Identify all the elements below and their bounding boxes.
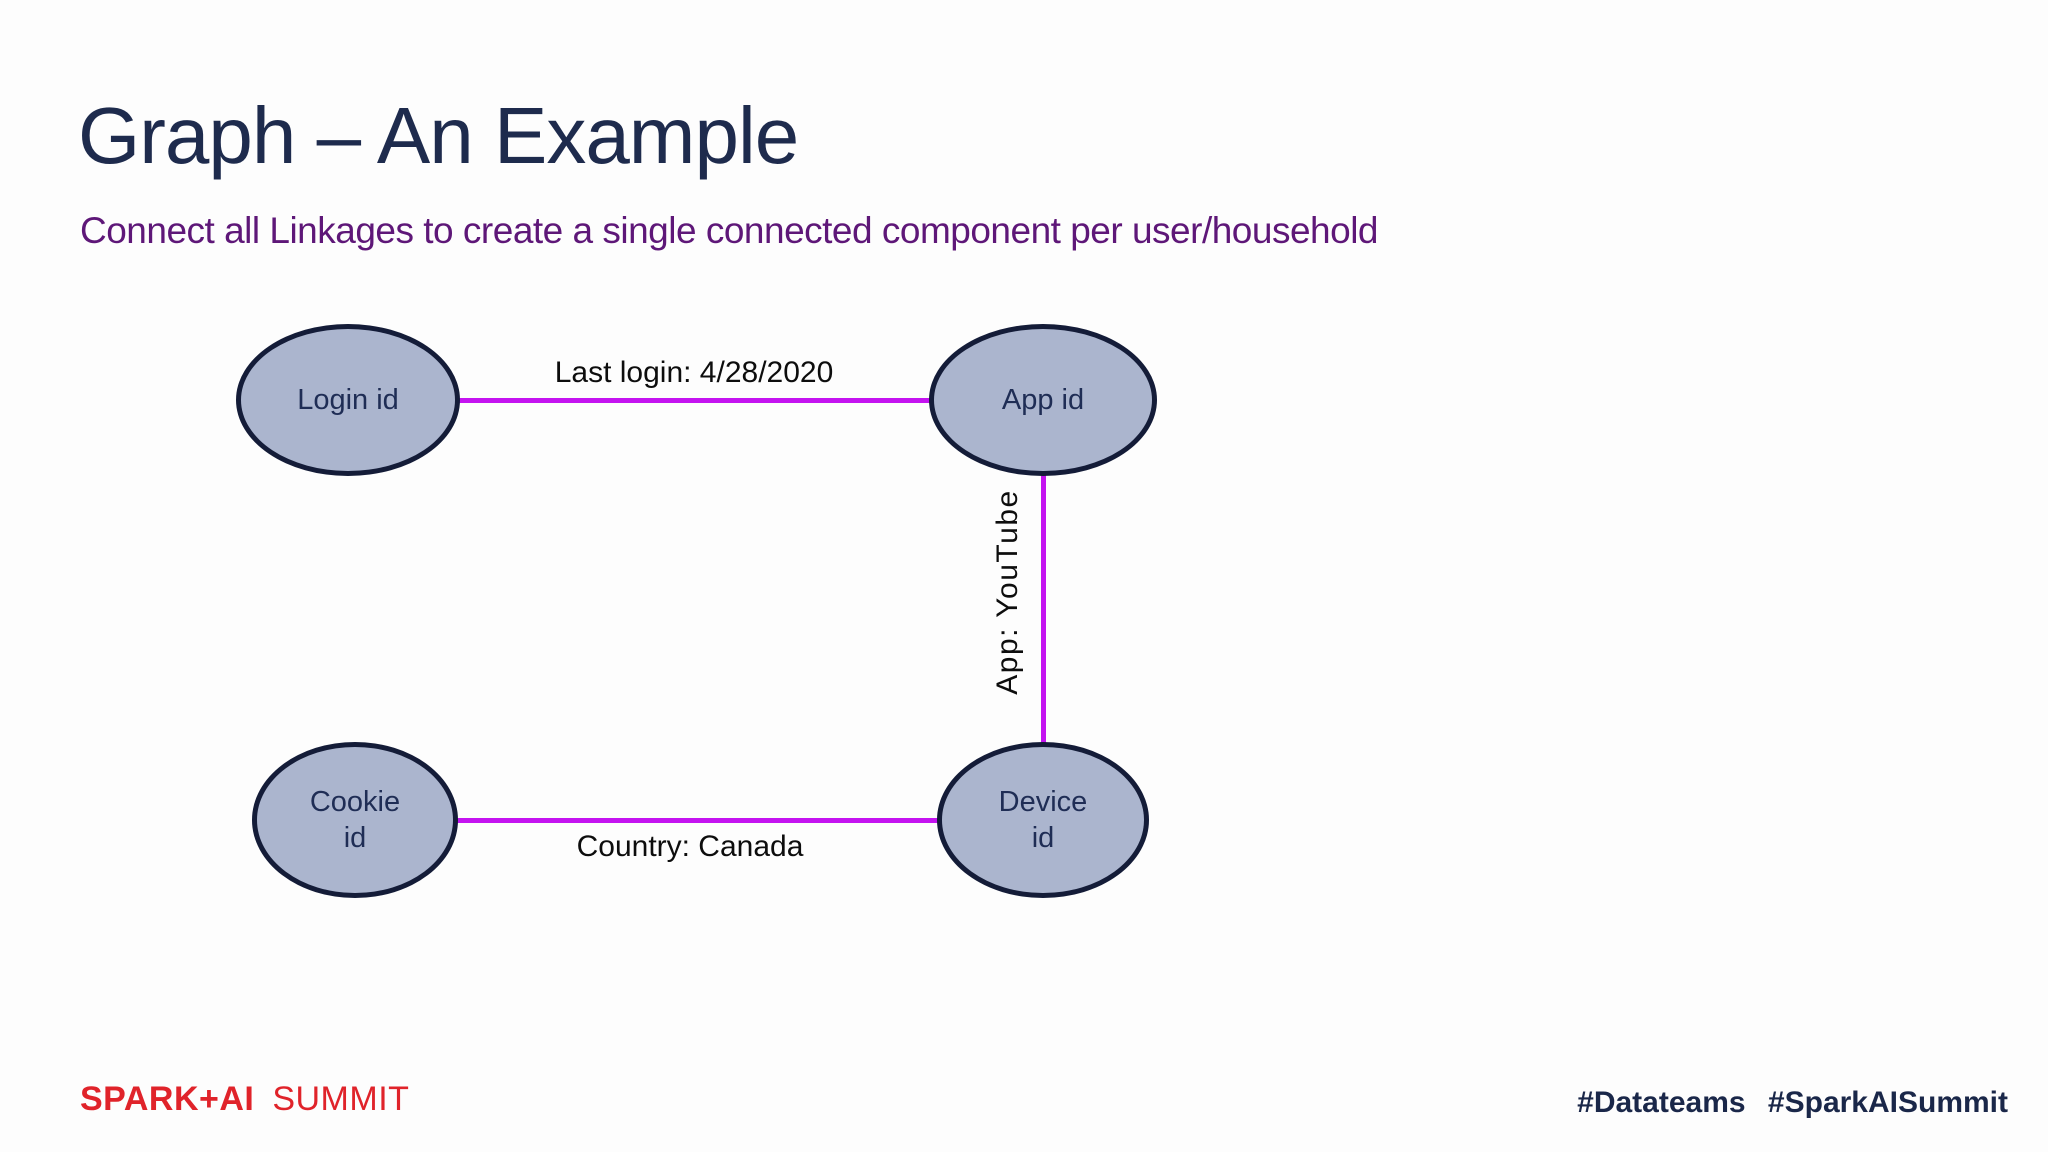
- node-cookie-id: Cookie id: [252, 742, 458, 898]
- node-label-login-id: Login id: [297, 383, 399, 416]
- edge-label-last-login: Last login: 4/28/2020: [554, 356, 834, 389]
- edge-login-app: [458, 398, 931, 403]
- logo-spark-ai: SPARK+AI: [80, 1080, 255, 1118]
- spark-ai-summit-logo: SPARK+AI SUMMIT: [80, 1080, 409, 1119]
- hashtag-sparkaisummit: #SparkAISummit: [1767, 1086, 2008, 1119]
- edge-label-app-youtube: App: YouTube: [991, 489, 1024, 695]
- node-label-app-id: App id: [1001, 383, 1085, 416]
- slide-subtitle: Connect all Linkages to create a single …: [80, 210, 1379, 251]
- edge-label-country-canada: Country: Canada: [576, 830, 804, 863]
- node-label-device-id: Device id: [998, 785, 1088, 854]
- hashtag-datateams: #Datateams: [1577, 1086, 1746, 1119]
- node-label-cookie-id: Cookie id: [309, 785, 401, 854]
- node-login-id: Login id: [236, 324, 460, 476]
- edge-app-device: [1041, 474, 1046, 744]
- footer-hashtags: #Datateams #SparkAISummit: [1563, 1086, 2008, 1120]
- edge-cookie-device: [456, 818, 939, 823]
- node-device-id: Device id: [937, 742, 1149, 898]
- page-title: Graph – An Example: [78, 91, 799, 180]
- node-app-id: App id: [929, 324, 1157, 476]
- logo-summit: SUMMIT: [272, 1080, 410, 1118]
